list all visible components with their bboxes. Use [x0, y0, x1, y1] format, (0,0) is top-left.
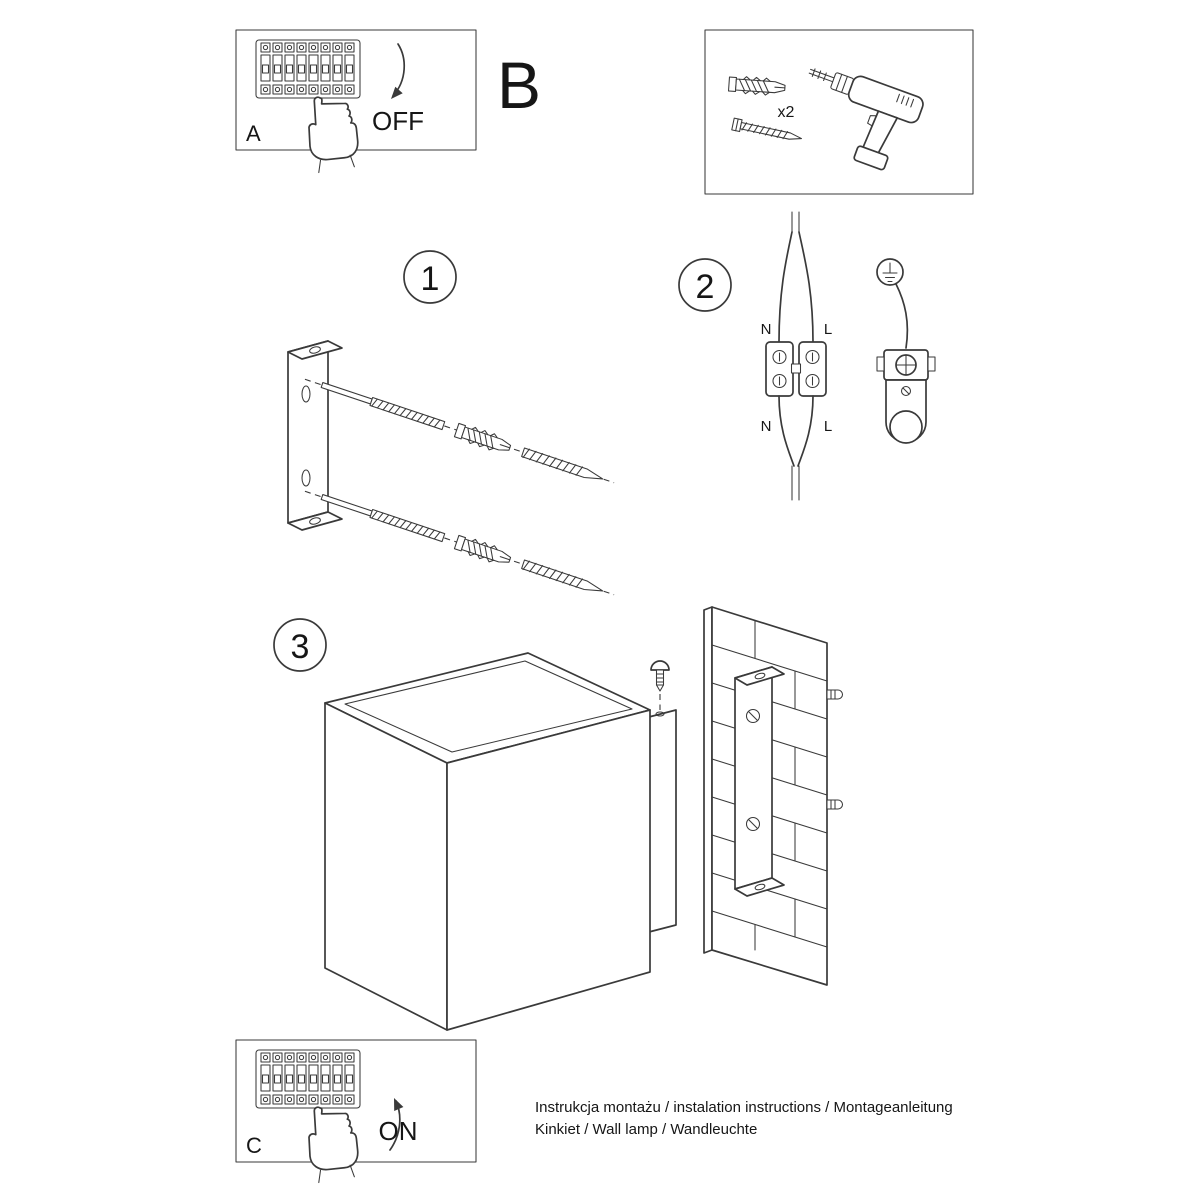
wiring-diagram: N L N L: [761, 211, 832, 501]
off-arrow-icon: [391, 43, 405, 99]
panel-c: ON C: [235, 1039, 477, 1185]
anchor-count-label: x2: [778, 104, 795, 121]
footer: Instrukcja montażu / instalation instruc…: [535, 1099, 953, 1138]
cube-lamp-drawing: [324, 652, 651, 1031]
step-3: 3: [273, 606, 844, 1031]
hand-icon-c: [304, 1102, 362, 1185]
wall-bolt-icon: [826, 689, 844, 700]
panel-b-border: [704, 29, 974, 195]
ground-symbol-icon: [876, 258, 909, 349]
wall-bracket-drawing: [734, 666, 785, 897]
step-2-badge: [678, 258, 732, 312]
terminal-block: [765, 341, 827, 397]
screw-assembly-bottom: [302, 483, 617, 603]
step-3-badge: [273, 618, 327, 672]
panel-b-tools: x2: [704, 29, 974, 195]
wall-bolt-icon-2: [826, 799, 844, 810]
screw-assembly-top: [302, 371, 617, 491]
breaker-panel-icon-c: [255, 1049, 361, 1109]
screw-icon: [731, 117, 804, 145]
mounting-bracket-drawing: [287, 340, 343, 531]
step-1-badge: [403, 250, 457, 304]
panel-c-label: C: [246, 1133, 262, 1158]
step-1: 1: [287, 250, 617, 603]
wire-label-top-n: N: [761, 321, 772, 338]
step-3-number: 3: [291, 628, 310, 666]
panel-a-label: A: [246, 121, 261, 146]
panel-a: OFF A: [235, 29, 477, 175]
wire-label-bottom-n: N: [761, 418, 772, 435]
mounting-screw-icon: [650, 660, 670, 710]
step-1-number: 1: [421, 260, 440, 298]
wire-label-bottom-l: L: [824, 418, 832, 435]
breaker-panel-icon: [255, 39, 361, 99]
wire-label-top-l: L: [824, 321, 832, 338]
lamp-socket-drawing: [876, 349, 936, 444]
drill-icon: [808, 68, 924, 171]
panel-c-state-label: ON: [379, 1116, 418, 1146]
hand-icon: [304, 92, 362, 175]
on-arrow-icon: [389, 1098, 404, 1151]
panel-a-state-label: OFF: [372, 106, 424, 136]
footer-line2: Kinkiet / Wall lamp / Wandleuchte: [535, 1121, 757, 1138]
step-2-number: 2: [696, 268, 715, 306]
wall-plug-icon: [727, 74, 786, 97]
section-b-label: B: [497, 48, 541, 122]
footer-line1: Instrukcja montażu / instalation instruc…: [535, 1099, 953, 1116]
step-2: 2 N L N L: [678, 211, 936, 501]
